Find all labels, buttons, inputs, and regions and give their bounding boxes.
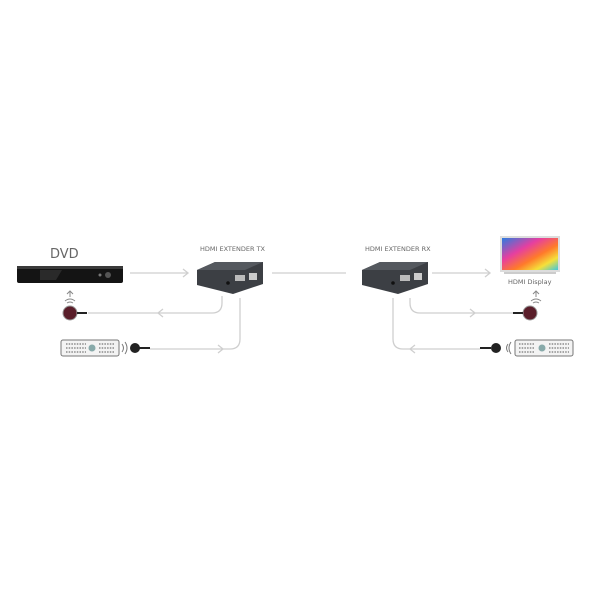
ir-receiver-icon [121,341,150,355]
tx-ir-in-line [150,298,241,350]
remote-control-icon [514,339,574,357]
arrow-left-icon [408,344,416,354]
arrow-right-icon [182,268,190,278]
rx-ir-out-line [409,298,518,314]
tx-label: HDMI EXTENDER TX [200,245,266,253]
connection-lines [88,268,518,354]
dvd-player-icon [17,266,123,283]
tx-extender-device-icon [197,262,263,294]
ir-emitter-icon [513,290,542,321]
remote-control-icon [60,339,120,357]
rx-label: HDMI EXTENDER RX [365,245,431,253]
ir-receiver-icon [480,341,512,355]
arrow-right-icon [469,308,477,318]
ir-emitter-icon [62,290,87,321]
hdmi-display-icon [500,236,560,274]
rx-extender-device-icon [362,262,428,294]
arrow-left-icon [156,308,164,318]
arrow-right-icon [484,268,492,278]
arrow-right-icon [217,344,225,354]
dvd-label: DVD [50,247,79,262]
tx-ir-out-line [88,296,223,314]
rx-ir-in-line [392,298,480,350]
display-label: HDMI Display [508,278,552,286]
